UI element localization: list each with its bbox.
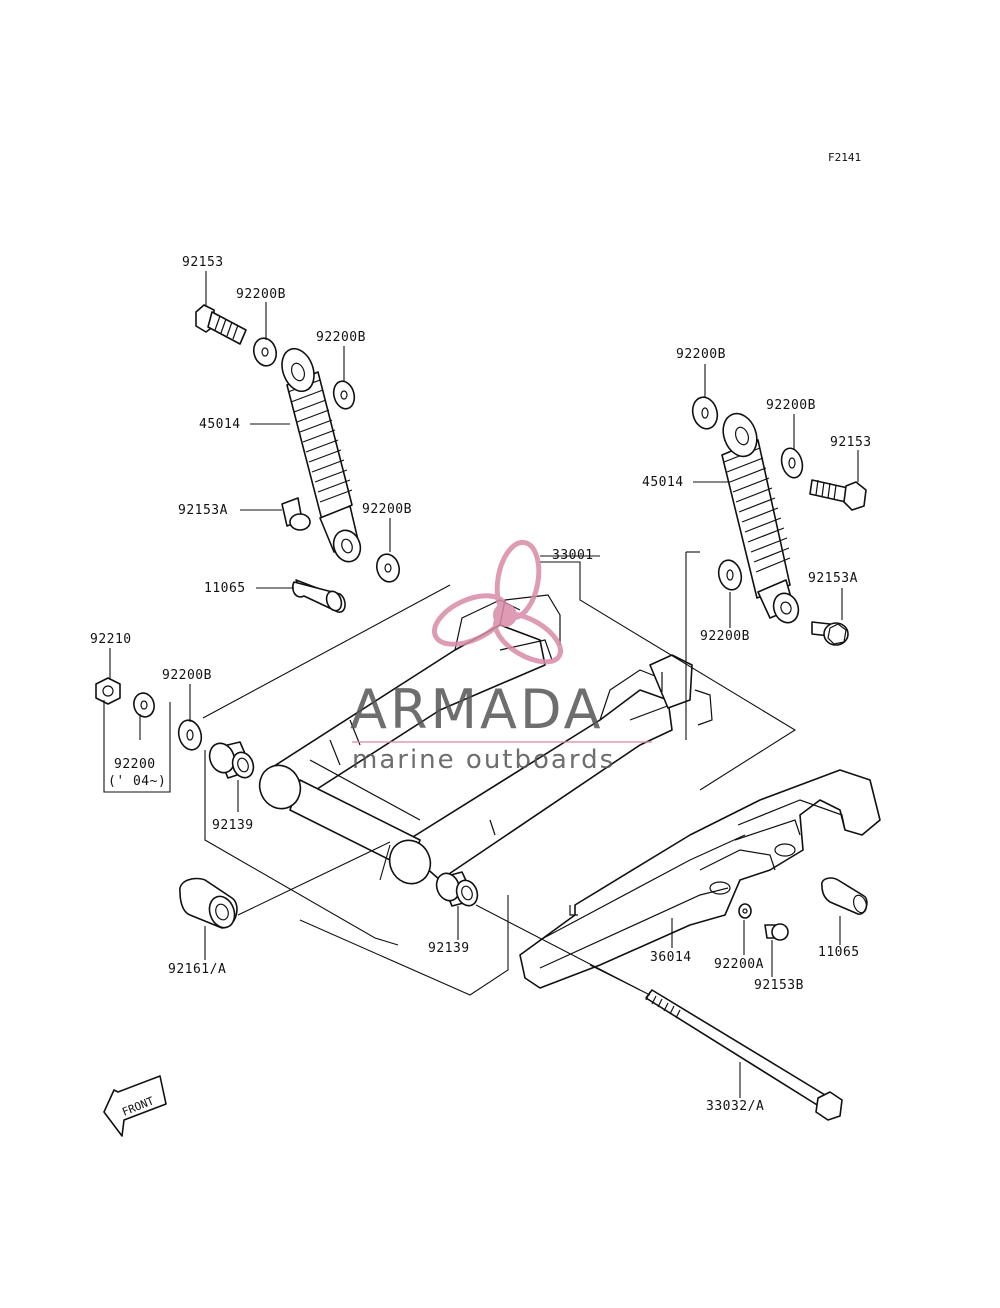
washer-left-2 [332,380,356,410]
label-92200b-r1: 92200B [676,347,726,362]
nut-92210 [95,677,121,705]
washer-92200b-pivot [177,719,203,751]
left-lower-bolt [281,497,311,531]
label-92200b-3: 92200B [362,502,412,517]
washer-left-3 [375,553,401,583]
left-collar [291,579,346,613]
label-92200b-1: 92200B [236,287,286,302]
label-92139-mid: 92139 [428,941,470,956]
label-92200b-4: 92200B [162,668,212,683]
label-92153b: 92153B [754,978,804,993]
left-shock-absorber [281,347,362,563]
label-33032: 33032/A [706,1099,764,1114]
propeller-icon [432,539,563,665]
watermark-brand: ARMADA [350,678,604,741]
pivot-axle [645,989,843,1121]
label-11065-left: 11065 [204,581,246,596]
left-top-bolt [195,304,247,345]
swingarm [258,594,713,885]
watermark: ARMADA marine outboards [350,539,652,775]
collar-92161 [179,877,238,929]
label-92153-left: 92153 [182,255,224,270]
label-45014-left: 45014 [199,417,241,432]
right-top-bolt [809,479,867,511]
label-92200b-r2: 92200B [766,398,816,413]
right-collar [821,877,868,915]
washer-92200a [738,903,752,919]
label-36014: 36014 [650,950,692,965]
bushing-left [208,741,255,779]
washer-right-3 [717,559,743,591]
label-11065-right: 11065 [818,945,860,960]
label-92200: 92200 [114,757,156,772]
washer-92200 [133,692,155,718]
washer-right-1 [691,396,719,430]
label-92161: 92161/A [168,962,226,977]
label-92153a-right: 92153A [808,571,858,586]
label-92210: 92210 [90,632,132,647]
bolt-92153b [764,923,789,941]
watermark-tagline: marine outboards [352,745,615,775]
label-92200b-2: 92200B [316,330,366,345]
label-33001: 33001 [552,548,594,563]
label-92200a: 92200A [714,957,764,972]
chain-guard [519,769,881,989]
washer-left-1 [252,337,278,367]
bushing-mid [435,871,479,907]
right-shock-absorber [721,412,800,624]
right-lower-bolt [811,621,849,646]
part-labels: 92153 92200B 92200B 45014 92153A 92200B … [90,255,872,1114]
label-92200b-r3: 92200B [700,629,750,644]
label-92153a-left: 92153A [178,503,228,518]
front-arrow-icon: FRONT [103,1075,167,1137]
diagram-code: F2141 [828,151,861,164]
label-92139-left: 92139 [212,818,254,833]
label-92200-note: (' 04~) [108,774,166,789]
leader-lines [109,271,859,1098]
label-92153-right: 92153 [830,435,872,450]
label-45014-right: 45014 [642,475,684,490]
washer-right-2 [780,447,804,479]
